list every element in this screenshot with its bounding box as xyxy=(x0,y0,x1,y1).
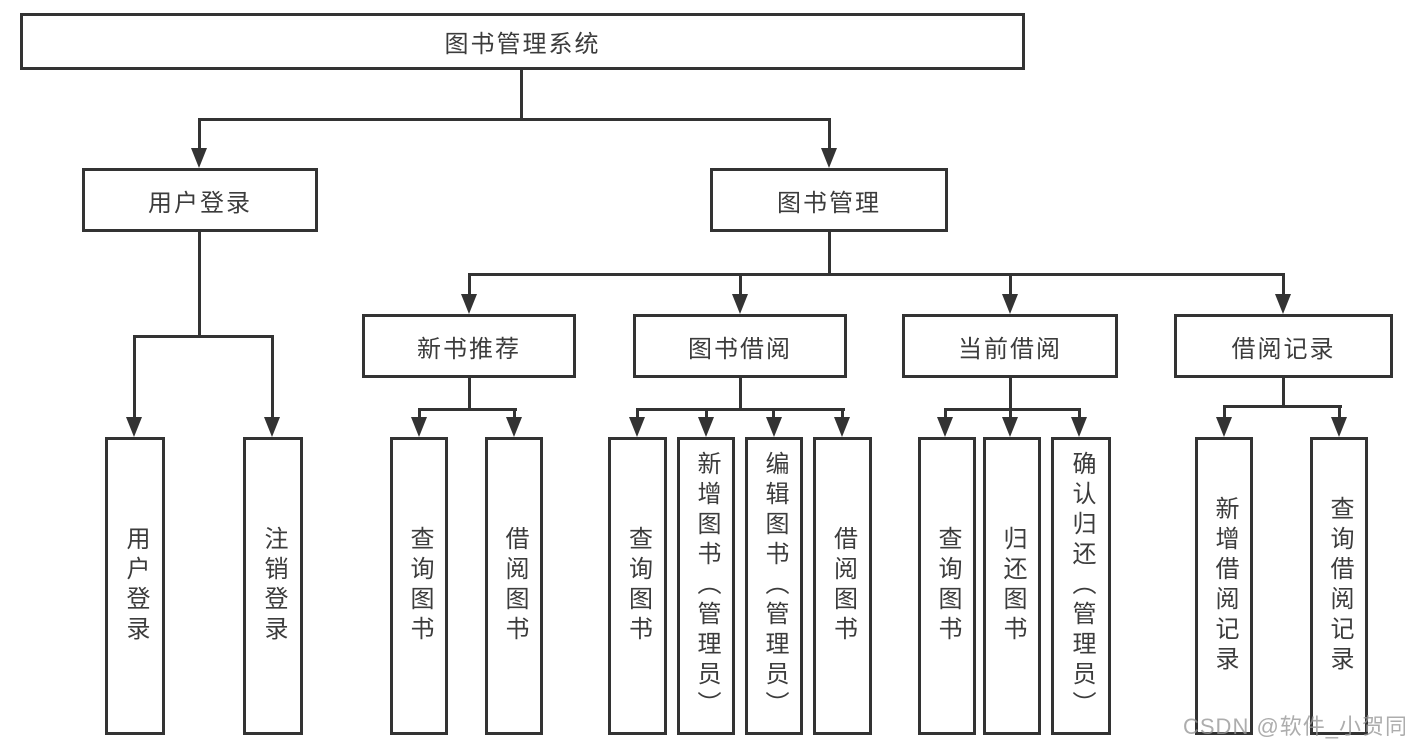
connector-line xyxy=(739,376,742,408)
leaf-query-borrow-record: 查询借阅记录 xyxy=(1310,437,1368,735)
leaf-borrowing-query-books: 查询图书 xyxy=(608,437,667,735)
connector-line xyxy=(468,376,471,408)
arrowhead-down-icon xyxy=(126,417,142,437)
connector-line xyxy=(1338,405,1341,419)
connector-line xyxy=(198,118,831,121)
node-user-login-label: 用户登录 xyxy=(148,189,252,217)
arrowhead-down-icon xyxy=(411,417,427,437)
arrowhead-down-icon xyxy=(821,148,837,168)
arrowhead-down-icon xyxy=(1331,417,1347,437)
node-book-management-label: 图书管理 xyxy=(777,189,881,217)
arrowhead-down-icon xyxy=(1275,294,1291,314)
leaf-user-login: 用户登录 xyxy=(105,437,165,735)
connector-line xyxy=(1282,376,1285,406)
leaf-edit-books-admin-label: 编辑图书（管理员） xyxy=(761,451,788,721)
connector-line xyxy=(1009,273,1012,295)
node-new-book-recommend: 新书推荐 xyxy=(362,314,576,378)
arrowhead-down-icon xyxy=(1002,417,1018,437)
node-new-book-recommend-label: 新书推荐 xyxy=(417,335,521,363)
node-borrowing-records: 借阅记录 xyxy=(1174,314,1393,378)
leaf-add-books-admin-label: 新增图书（管理员） xyxy=(693,451,720,721)
leaf-return-books: 归还图书 xyxy=(983,437,1041,735)
arrowhead-down-icon xyxy=(834,417,850,437)
node-borrowing-records-label: 借阅记录 xyxy=(1231,335,1336,363)
connector-line xyxy=(520,67,523,118)
leaf-current-query-books: 查询图书 xyxy=(918,437,976,735)
connector-line xyxy=(1009,408,1012,419)
node-current-borrowing: 当前借阅 xyxy=(902,314,1118,378)
connector-line xyxy=(828,230,831,273)
leaf-query-borrow-record-label: 查询借阅记录 xyxy=(1326,496,1353,676)
node-book-management: 图书管理 xyxy=(710,168,948,232)
arrowhead-down-icon xyxy=(1002,294,1018,314)
arrowhead-down-icon xyxy=(506,417,522,437)
arrowhead-down-icon xyxy=(629,417,645,437)
leaf-logout-label: 注销登录 xyxy=(260,526,287,646)
arrowhead-down-icon xyxy=(461,294,477,314)
connector-line xyxy=(1282,273,1285,295)
connector-line xyxy=(513,408,516,419)
leaf-current-query-books-label: 查询图书 xyxy=(934,526,961,646)
connector-line xyxy=(1078,408,1081,419)
connector-line xyxy=(271,335,274,419)
leaf-borrowing-query-books-label: 查询图书 xyxy=(624,526,652,646)
connector-line xyxy=(944,408,947,419)
arrowhead-down-icon xyxy=(937,417,953,437)
node-current-borrowing-label: 当前借阅 xyxy=(958,335,1062,363)
arrowhead-down-icon xyxy=(1071,417,1087,437)
leaf-recommend-borrow-books-label: 借阅图书 xyxy=(501,526,528,646)
connector-line xyxy=(1223,405,1226,419)
connector-line xyxy=(418,408,421,419)
connector-line xyxy=(841,408,844,419)
connector-line xyxy=(1223,405,1342,408)
connector-line xyxy=(705,408,708,419)
connector-line xyxy=(636,408,845,411)
connector-line xyxy=(1009,376,1012,408)
node-root-label: 图书管理系统 xyxy=(444,31,601,58)
connector-line xyxy=(198,230,201,335)
connector-line xyxy=(468,273,471,295)
connector-line xyxy=(133,335,274,338)
leaf-add-borrow-record-label: 新增借阅记录 xyxy=(1211,496,1238,676)
arrowhead-down-icon xyxy=(1216,417,1232,437)
leaf-add-books-admin: 新增图书（管理员） xyxy=(677,437,735,735)
leaf-recommend-borrow-books: 借阅图书 xyxy=(485,437,543,735)
arrowhead-down-icon xyxy=(264,417,280,437)
connector-line xyxy=(198,118,201,150)
leaf-borrowing-borrow-books-label: 借阅图书 xyxy=(829,526,857,646)
node-book-borrowing: 图书借阅 xyxy=(633,314,847,378)
connector-line xyxy=(133,335,136,419)
leaf-user-login-label: 用户登录 xyxy=(122,526,149,646)
connector-line xyxy=(636,408,639,419)
leaf-confirm-return-admin: 确认归还（管理员） xyxy=(1051,437,1111,735)
arrowhead-down-icon xyxy=(191,148,207,168)
leaf-add-borrow-record: 新增借阅记录 xyxy=(1195,437,1253,735)
node-book-borrowing-label: 图书借阅 xyxy=(688,335,792,363)
leaf-edit-books-admin: 编辑图书（管理员） xyxy=(745,437,803,735)
connector-line xyxy=(772,408,775,419)
leaf-recommend-query-books-label: 查询图书 xyxy=(406,526,433,646)
arrowhead-down-icon xyxy=(732,294,748,314)
leaf-logout: 注销登录 xyxy=(243,437,303,735)
connector-line xyxy=(418,408,517,411)
arrowhead-down-icon xyxy=(766,417,782,437)
connector-line xyxy=(739,273,742,295)
leaf-return-books-label: 归还图书 xyxy=(999,526,1026,646)
node-user-login: 用户登录 xyxy=(82,168,318,232)
csdn-watermark: CSDN @软件_小贺同学 xyxy=(1183,714,1405,739)
node-root-system: 图书管理系统 xyxy=(20,13,1025,70)
leaf-borrowing-borrow-books: 借阅图书 xyxy=(813,437,872,735)
connector-line xyxy=(468,273,1285,276)
connector-line xyxy=(944,408,1081,411)
leaf-recommend-query-books: 查询图书 xyxy=(390,437,448,735)
connector-line xyxy=(828,118,831,150)
arrowhead-down-icon xyxy=(698,417,714,437)
leaf-confirm-return-admin-label: 确认归还（管理员） xyxy=(1068,451,1095,721)
